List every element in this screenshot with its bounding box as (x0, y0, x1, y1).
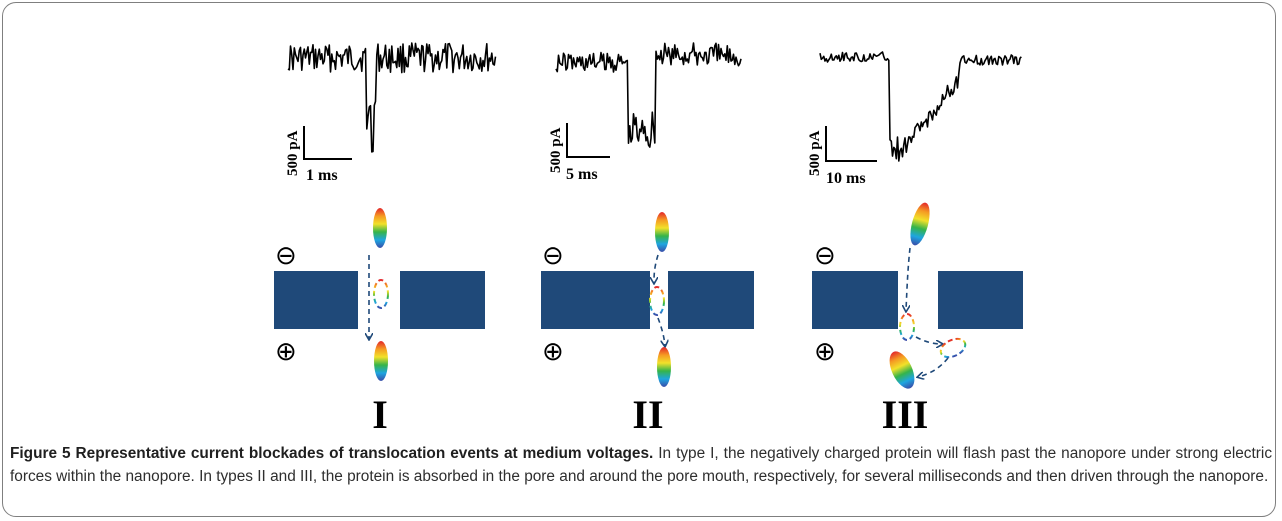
return-arrow (918, 357, 949, 377)
protein-after (889, 351, 915, 389)
scale-bar-type-3: 500 pA 10 ms (807, 126, 877, 187)
exit-arrow (657, 317, 665, 346)
figure-number: Figure 5 (10, 445, 71, 462)
current-trace-type-2 (555, 42, 742, 148)
type-label-3: III (882, 392, 929, 437)
scale-current-label-2: 500 pA (548, 127, 564, 173)
figure-caption-body: In type I, the negatively charged protei… (10, 445, 1273, 485)
diagram-type-3: ⊖ ⊕ III (812, 202, 1023, 437)
membrane-right (668, 271, 754, 329)
membrane-right (400, 271, 485, 329)
diagram-type-2: ⊖ ⊕ II (541, 212, 754, 437)
protein-in-pore-ghost (649, 286, 665, 316)
figure-caption: Figure 5 Representative current blockade… (10, 443, 1272, 488)
membrane-right (938, 271, 1023, 329)
scale-bar-type-1: 500 pA 1 ms (285, 126, 352, 184)
figure-graphic: 500 pA 1 ms 500 pA 5 ms 500 pA 10 ms ⊖ ⊕… (274, 42, 1023, 437)
negative-electrode-symbol: ⊖ (275, 241, 297, 271)
protein-mouth-ghost-1 (899, 313, 915, 341)
positive-electrode-symbol: ⊕ (275, 337, 297, 367)
current-trace-type-1 (287, 42, 497, 153)
current-trace-type-3 (819, 51, 1022, 162)
diagram-type-1: ⊖ ⊕ I (274, 208, 485, 437)
protein-before (910, 202, 930, 246)
protein-before (655, 212, 669, 252)
membrane-left (274, 271, 358, 329)
membrane-left (541, 271, 650, 329)
protein-mouth-ghost-2 (939, 337, 967, 359)
protein-in-pore-ghost (373, 279, 389, 309)
sideways-arrow (915, 336, 942, 344)
scale-time-label-3: 10 ms (826, 170, 866, 187)
protein-before (373, 208, 387, 248)
type-label-1: I (372, 392, 388, 437)
scale-bar-type-2: 500 pA 5 ms (548, 123, 610, 183)
figure-title: Representative current blockades of tran… (75, 445, 654, 462)
entry-arrow (906, 247, 911, 311)
scale-time-label-1: 1 ms (306, 167, 338, 184)
positive-electrode-symbol: ⊕ (542, 337, 564, 367)
positive-electrode-symbol: ⊕ (814, 337, 836, 367)
protein-after (374, 341, 388, 381)
type-label-2: II (632, 392, 663, 437)
negative-electrode-symbol: ⊖ (814, 241, 836, 271)
scale-current-label-1: 500 pA (285, 130, 301, 176)
scale-time-label-2: 5 ms (566, 166, 598, 183)
protein-after (657, 347, 671, 387)
membrane-left (812, 271, 898, 329)
negative-electrode-symbol: ⊖ (542, 241, 564, 271)
entry-arrow (654, 254, 659, 283)
scale-current-label-3: 500 pA (807, 130, 823, 176)
